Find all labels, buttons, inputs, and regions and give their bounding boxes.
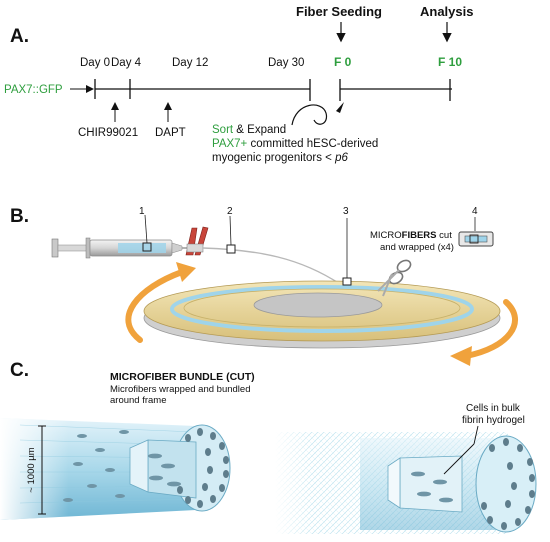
- wrapped-frame-icon: [458, 231, 494, 247]
- sort-curve-arrowhead: [336, 102, 344, 113]
- hydrogel-bundle: [275, 432, 537, 534]
- f0-label: F 0: [334, 55, 352, 69]
- committed-text: committed hESC-derived: [247, 138, 378, 150]
- micro-word: MICRO: [370, 230, 402, 241]
- cells-pointer-up: [473, 425, 479, 445]
- clamp-icon: [185, 226, 209, 256]
- fiber-seeding-label: Fiber Seeding: [296, 4, 382, 19]
- microfibers-cut-line: MICROFIBERS cut: [370, 230, 452, 241]
- sort-word: Sort: [212, 124, 234, 136]
- wrapped-x4-label: and wrapped (x4): [380, 242, 454, 253]
- marker-line-1: [144, 214, 148, 244]
- dapt-label: DAPT: [155, 127, 186, 139]
- microfiber-bundle-cut: [0, 418, 231, 520]
- analysis-label: Analysis: [420, 4, 473, 19]
- rotation-arrow-left: [125, 269, 185, 343]
- bundle-sub2: around frame: [110, 395, 167, 406]
- marker-box-3: [342, 277, 352, 286]
- syringe-icon: [51, 237, 200, 259]
- marker-2: 2: [227, 206, 233, 217]
- marker-1: 1: [139, 206, 145, 217]
- scissors-icon: [377, 259, 412, 297]
- rotation-arrow-right: [463, 299, 519, 359]
- passage-text: p6: [334, 152, 348, 164]
- marker-line-2: [229, 215, 232, 246]
- fibers-word: FIBERS: [402, 230, 437, 241]
- marker-box-2: [226, 244, 236, 254]
- panel-a-label: A.: [10, 26, 29, 47]
- panel-c-label: C.: [10, 360, 29, 381]
- cells-label-1: Cells in bulk: [466, 403, 521, 414]
- chir-label: CHIR99021: [78, 127, 138, 139]
- progenitor-line: myogenic progenitors < p6: [212, 152, 348, 164]
- reporter-label: PAX7::GFP: [4, 84, 63, 96]
- bundle-title: MICROFIBER BUNDLE (CUT): [110, 371, 255, 383]
- extrusion-tube: [202, 247, 341, 285]
- cut-word: cut: [437, 230, 453, 241]
- panel-b-label: B.: [10, 206, 29, 227]
- pax7-line: PAX7+ committed hESC-derived: [212, 138, 378, 150]
- day0-label: Day 0: [80, 57, 110, 69]
- expand-word: & Expand: [233, 124, 286, 136]
- pax7-plus: PAX7+: [212, 138, 248, 150]
- marker-3: 3: [343, 206, 349, 217]
- marker-4: 4: [472, 206, 478, 217]
- progenitor-text: myogenic progenitors <: [212, 152, 335, 164]
- cells-label-2: fibrin hydrogel: [462, 415, 525, 426]
- f10-label: F 10: [438, 55, 462, 69]
- sort-curve-arrow: [291, 104, 328, 126]
- sort-expand-line: Sort & Expand: [212, 124, 286, 136]
- rotation-arrowhead-right: [450, 346, 472, 366]
- day30-label: Day 30: [268, 57, 304, 69]
- rotation-arrowhead-left: [176, 262, 196, 282]
- scale-label: ~ 1000 µm: [26, 447, 37, 492]
- cells-pointer: [443, 443, 475, 475]
- rotating-disk: [143, 280, 501, 349]
- day4-label: Day 4: [111, 57, 142, 69]
- day12-label: Day 12: [172, 57, 208, 69]
- bundle-sub1: Microfibers wrapped and bundled: [110, 384, 250, 395]
